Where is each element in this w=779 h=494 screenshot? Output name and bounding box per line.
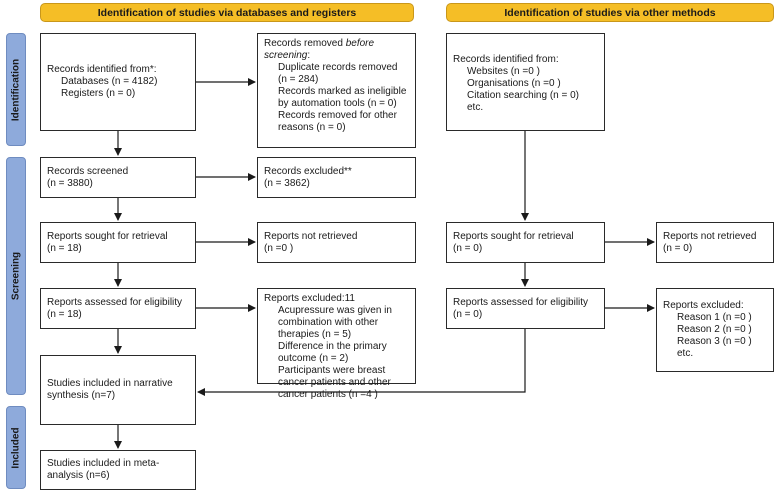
phase-screening: Screening: [6, 157, 26, 395]
records-excluded-title: Records excluded**: [264, 165, 352, 177]
reports-not-retrieved-title: Reports not retrieved: [264, 230, 358, 242]
phase-identification: Identification: [6, 33, 26, 146]
other-etc: etc.: [467, 102, 484, 113]
header-other-methods: Identification of studies via other meth…: [446, 3, 774, 22]
phase-included: Included: [6, 406, 26, 489]
reports-not-retrieved-box: Reports not retrieved (n =0 ): [257, 222, 416, 263]
reports-sought-count: (n = 18): [47, 242, 82, 254]
records-screened-box: Records screened (n = 3880): [40, 157, 196, 198]
reports-assessed-title: Reports assessed for eligibility: [47, 296, 183, 308]
records-screened-title: Records screened: [47, 165, 129, 177]
other-reason-3: Reason 3 (n =0 ): [677, 336, 752, 347]
reports-assessed-box: Reports assessed for eligibility (n = 18…: [40, 288, 196, 329]
other-records-identified-title: Records identified from:: [453, 54, 559, 65]
exclusion-reason-combination: Acupressure was given in combination wit…: [278, 305, 392, 340]
records-excluded-box: Records excluded** (n = 3862): [257, 157, 416, 198]
organisations-count: Organisations (n =0 ): [467, 78, 561, 89]
records-identified-box: Records identified from*: Databases (n =…: [40, 33, 196, 131]
reports-excluded-box: Reports excluded:11 Acupressure was give…: [257, 288, 416, 400]
reports-sought-box: Reports sought for retrieval (n = 18): [40, 222, 196, 263]
other-reports-not-retrieved-count: (n = 0): [663, 242, 693, 254]
other-reason-2: Reason 2 (n =0 ): [677, 324, 752, 335]
exclusion-reason-participants: Participants were breast cancer patients…: [278, 365, 391, 400]
arrow-other-assessed-to-narrative: [197, 329, 526, 396]
header-databases: Identification of studies via databases …: [40, 3, 414, 22]
other-removed: Records removed for other reasons (n = 0…: [278, 110, 397, 133]
other-reason-1: Reason 1 (n =0 ): [677, 312, 752, 323]
records-removed-title: Records removed before screening:: [264, 38, 375, 61]
websites-count: Websites (n =0 ): [467, 66, 540, 77]
other-records-identified-box: Records identified from: Websites (n =0 …: [446, 33, 605, 131]
reports-not-retrieved-count: (n =0 ): [264, 242, 294, 254]
other-reports-assessed-title: Reports assessed for eligibility: [453, 296, 589, 308]
registers-count: Registers (n = 0): [61, 88, 136, 99]
narrative-synthesis-box: Studies included in narrative synthesis …: [40, 355, 196, 425]
other-reason-etc: etc.: [677, 348, 694, 359]
other-reports-excluded-title: Reports excluded:: [663, 300, 744, 311]
other-reports-not-retrieved-box: Reports not retrieved (n = 0): [656, 222, 774, 263]
reports-excluded-title: Reports excluded:11: [264, 293, 355, 304]
reports-sought-title: Reports sought for retrieval: [47, 230, 168, 242]
other-reports-sought-count: (n = 0): [453, 242, 483, 254]
other-reports-sought-box: Reports sought for retrieval (n = 0): [446, 222, 605, 263]
records-screened-count: (n = 3880): [47, 177, 93, 189]
automation-removed: Records marked as ineligible by automati…: [278, 86, 407, 109]
databases-count: Databases (n = 4182): [61, 76, 158, 87]
duplicates-removed: Duplicate records removed (n = 284): [278, 62, 398, 85]
exclusion-reason-outcome: Difference in the primary outcome (n = 2…: [278, 341, 387, 364]
other-reports-not-retrieved-title: Reports not retrieved: [663, 230, 757, 242]
meta-analysis-box: Studies included in meta-analysis (n=6): [40, 450, 196, 490]
records-identified-title: Records identified from*:: [47, 64, 157, 75]
other-reports-excluded-box: Reports excluded: Reason 1 (n =0 ) Reaso…: [656, 288, 774, 372]
other-reports-assessed-count: (n = 0): [453, 308, 483, 320]
narrative-synthesis-title: Studies included in narrative synthesis …: [47, 378, 173, 401]
other-reports-assessed-box: Reports assessed for eligibility (n = 0): [446, 288, 605, 329]
reports-assessed-count: (n = 18): [47, 308, 82, 320]
records-removed-box: Records removed before screening: Duplic…: [257, 33, 416, 148]
records-excluded-count: (n = 3862): [264, 177, 310, 189]
other-reports-sought-title: Reports sought for retrieval: [453, 230, 574, 242]
meta-analysis-title: Studies included in meta-analysis (n=6): [47, 458, 160, 481]
citation-searching-count: Citation searching (n = 0): [467, 90, 580, 101]
